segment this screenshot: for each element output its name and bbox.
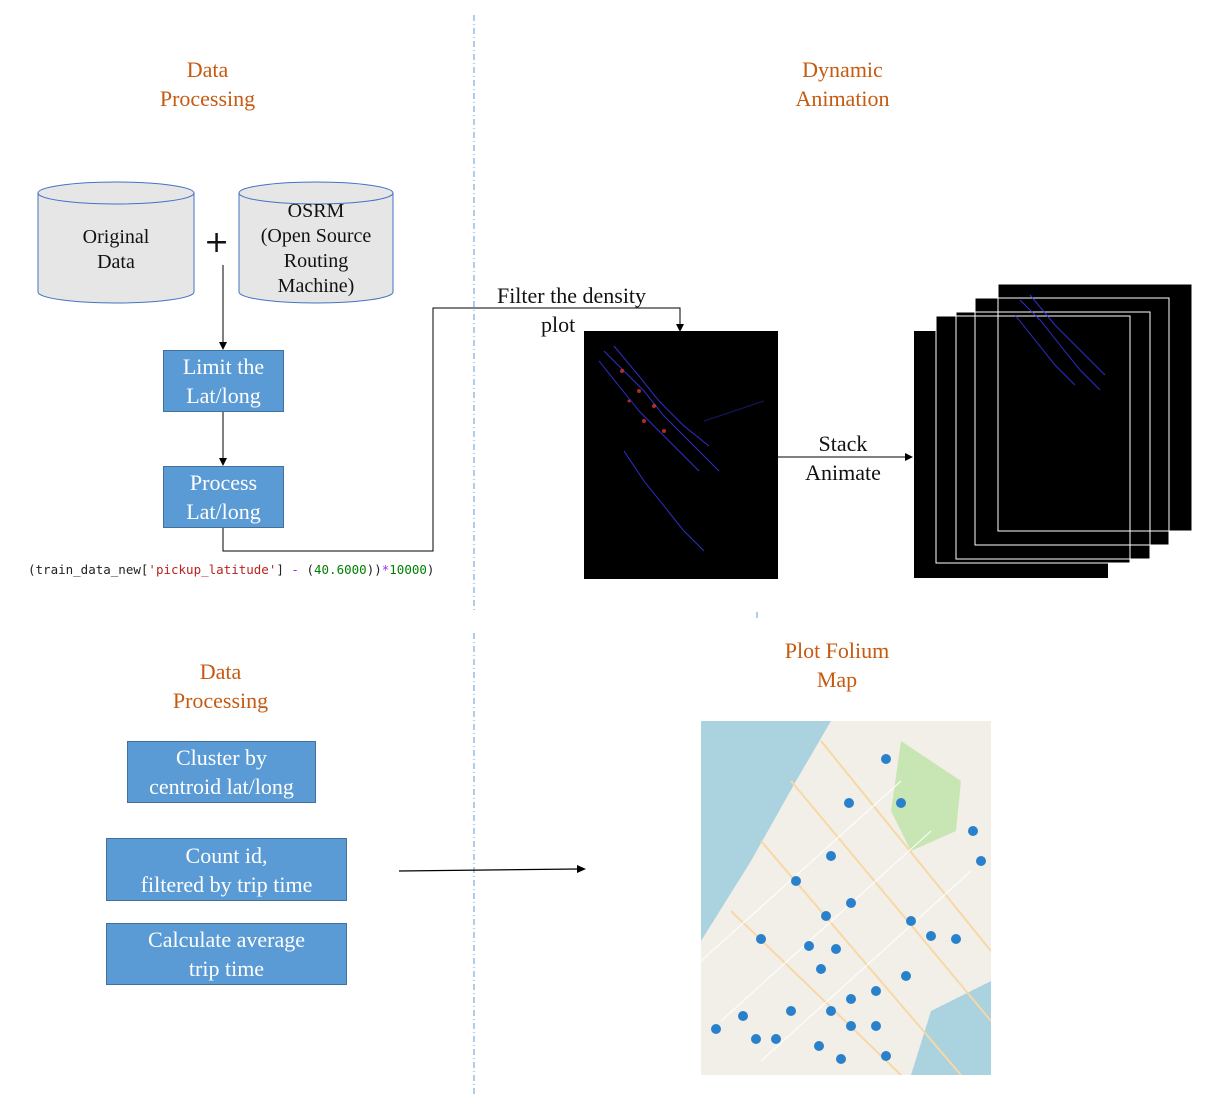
code-number: 40.6000 [314,562,367,577]
box-line: Limit the [182,354,265,379]
arrowhead-stack [905,453,913,461]
db-label-line: OSRM [287,200,345,222]
label-line: Stack [818,431,868,456]
original-data-label: Original Data [46,225,186,275]
db-label-line: Routing [283,250,349,272]
arrowhead-process [219,458,227,466]
stack-animate-label: Stack Animate [793,429,893,487]
heading-line: Animation [795,86,890,111]
box-line: Process [189,470,258,495]
box-line: filtered by trip time [140,871,313,897]
code-part: )) [366,562,382,577]
animation-frame-1 [914,331,1108,578]
limit-latlong-box: Limit the Lat/long [163,350,284,412]
heading-plot-folium-map: Plot Folium Map [757,636,917,694]
arrowhead-limit [219,342,227,350]
arrow-folium [398,868,579,872]
density-plot [584,331,778,579]
code-part: (train_data_new[ [28,562,149,577]
folium-map [701,721,991,1075]
heading-line: Plot Folium [784,638,890,663]
code-operator: - [283,562,307,577]
label-line: Animate [805,460,881,485]
box-line: Calculate average [148,927,305,952]
osrm-label: OSRM (Open Source Routing Machine) [241,199,391,299]
box-line: centroid lat/long [149,774,294,799]
code-operator: * [381,562,390,577]
folium-map-image [701,721,991,1075]
density-plot-image [598,345,765,552]
filter-density-label: Filter the density plot [484,281,659,339]
code-number: 10000 [389,562,427,577]
average-trip-time-box: Calculate average trip time [106,923,347,985]
cluster-centroid-box: Cluster by centroid lat/long [127,741,316,803]
arrowhead-density [676,324,684,332]
process-latlong-box: Process Lat/long [163,466,284,528]
label-line: plot [541,312,576,337]
heading-line: Dynamic [802,57,883,82]
heading-line: Data [186,57,229,82]
code-part: ] [276,562,284,577]
code-part: ) [426,562,435,577]
heading-line: Data [199,659,242,684]
db-label-line: Original [82,226,150,248]
heading-line: Processing [172,688,269,713]
label-line: Filter the density [496,283,647,308]
count-id-box: Count id, filtered by trip time [106,838,347,901]
box-line: Cluster by [175,745,268,770]
db-label-line: Data [97,251,135,273]
box-line: Lat/long [186,383,261,408]
box-line: Count id, [185,842,268,868]
elbow-connector [222,307,681,552]
heading-line: Map [816,667,858,692]
box-line: Lat/long [186,499,261,524]
code-string: 'pickup_latitude' [148,562,277,577]
osrm-cylinder [238,181,394,304]
original-data-cylinder [37,181,195,304]
db-label-line: (Open Source [260,225,372,247]
box-line: trip time [188,956,265,981]
heading-dynamic-animation: Dynamic Animation [775,55,910,113]
heading-data-processing-bottom: Data Processing [153,657,288,715]
heading-line: Processing [159,86,256,111]
db-label-line: Machine) [277,275,355,297]
code-part: ( [306,562,314,577]
arrowhead-folium [577,865,586,873]
plus-sign: + [204,225,230,260]
heading-data-processing-top: Data Processing [140,55,275,113]
code-snippet: (train_data_new['pickup_latitude'] - (40… [28,562,434,577]
